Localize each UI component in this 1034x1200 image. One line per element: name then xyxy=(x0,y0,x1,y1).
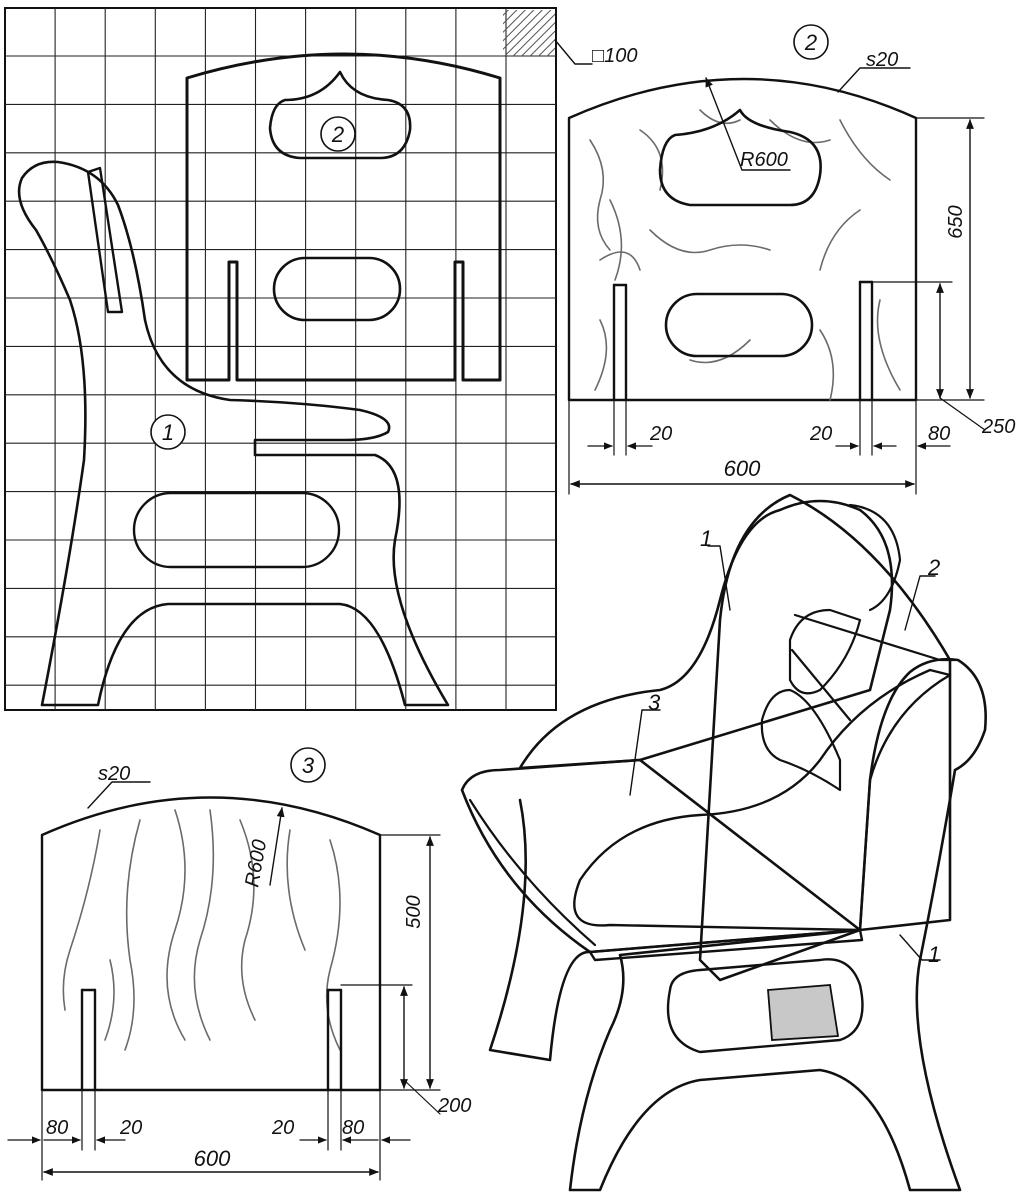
seat-slot-width-right: 20 xyxy=(271,1117,294,1139)
back-lower-cutout xyxy=(272,256,402,322)
seat-thickness-label: s20 xyxy=(98,763,130,785)
assembly-label-back: 2 xyxy=(927,555,940,580)
wood-grain-back xyxy=(589,109,901,401)
part-2-number: 2 xyxy=(331,122,344,147)
part-3-detail-number: 3 xyxy=(302,753,315,778)
grid-scale-label: □100 xyxy=(592,45,637,67)
part-2-callout xyxy=(320,116,356,152)
back-slot-depth-label: 250 xyxy=(981,416,1015,438)
part-3-detail-callout xyxy=(290,747,326,783)
back-radius-label: R600 xyxy=(740,149,788,171)
assembly-label-seat: 3 xyxy=(648,690,661,715)
seat-height-label: 500 xyxy=(403,895,425,928)
seat-panel-detail: 3 s20 R600 500 200 xyxy=(7,747,471,1181)
seat-slot-width-left: 20 xyxy=(119,1117,142,1139)
back-edge-offset: 80 xyxy=(928,423,950,445)
side-cutout xyxy=(132,491,341,569)
assembly-label-side-lower: 1 xyxy=(928,942,940,967)
scale-cell-hatch xyxy=(503,10,555,56)
wood-grain-seat xyxy=(62,809,341,1051)
back-panel-detail: 2 s20 R600 xyxy=(567,24,1015,495)
grid-template: □100 2 1 xyxy=(4,7,637,711)
seat-edge-offset-right: 80 xyxy=(342,1117,364,1139)
seat-radius-label: R600 xyxy=(241,838,271,889)
back-width-label: 600 xyxy=(724,456,761,481)
side-armrest-slot xyxy=(86,166,124,314)
back-slot-width-left: 20 xyxy=(649,423,672,445)
side-outline-template xyxy=(17,160,450,707)
part-2-detail-callout xyxy=(793,24,829,60)
back-height-label: 650 xyxy=(945,205,967,238)
seat-slot-depth-label: 200 xyxy=(437,1095,471,1117)
back-upper-cutout xyxy=(268,70,412,160)
seat-width-label: 600 xyxy=(194,1146,231,1171)
part-1-callout xyxy=(150,414,186,450)
back-thickness-label: s20 xyxy=(866,49,898,71)
assembly-label-side-upper: 1 xyxy=(700,526,712,551)
seat-edge-offset-left: 80 xyxy=(46,1117,68,1139)
back-slot-width-right: 20 xyxy=(809,423,832,445)
assembly-view: 1 2 3 1 xyxy=(460,493,987,1192)
back-outline-template xyxy=(185,52,502,382)
part-1-number: 1 xyxy=(162,420,174,445)
part-2-detail-number: 2 xyxy=(804,30,817,55)
